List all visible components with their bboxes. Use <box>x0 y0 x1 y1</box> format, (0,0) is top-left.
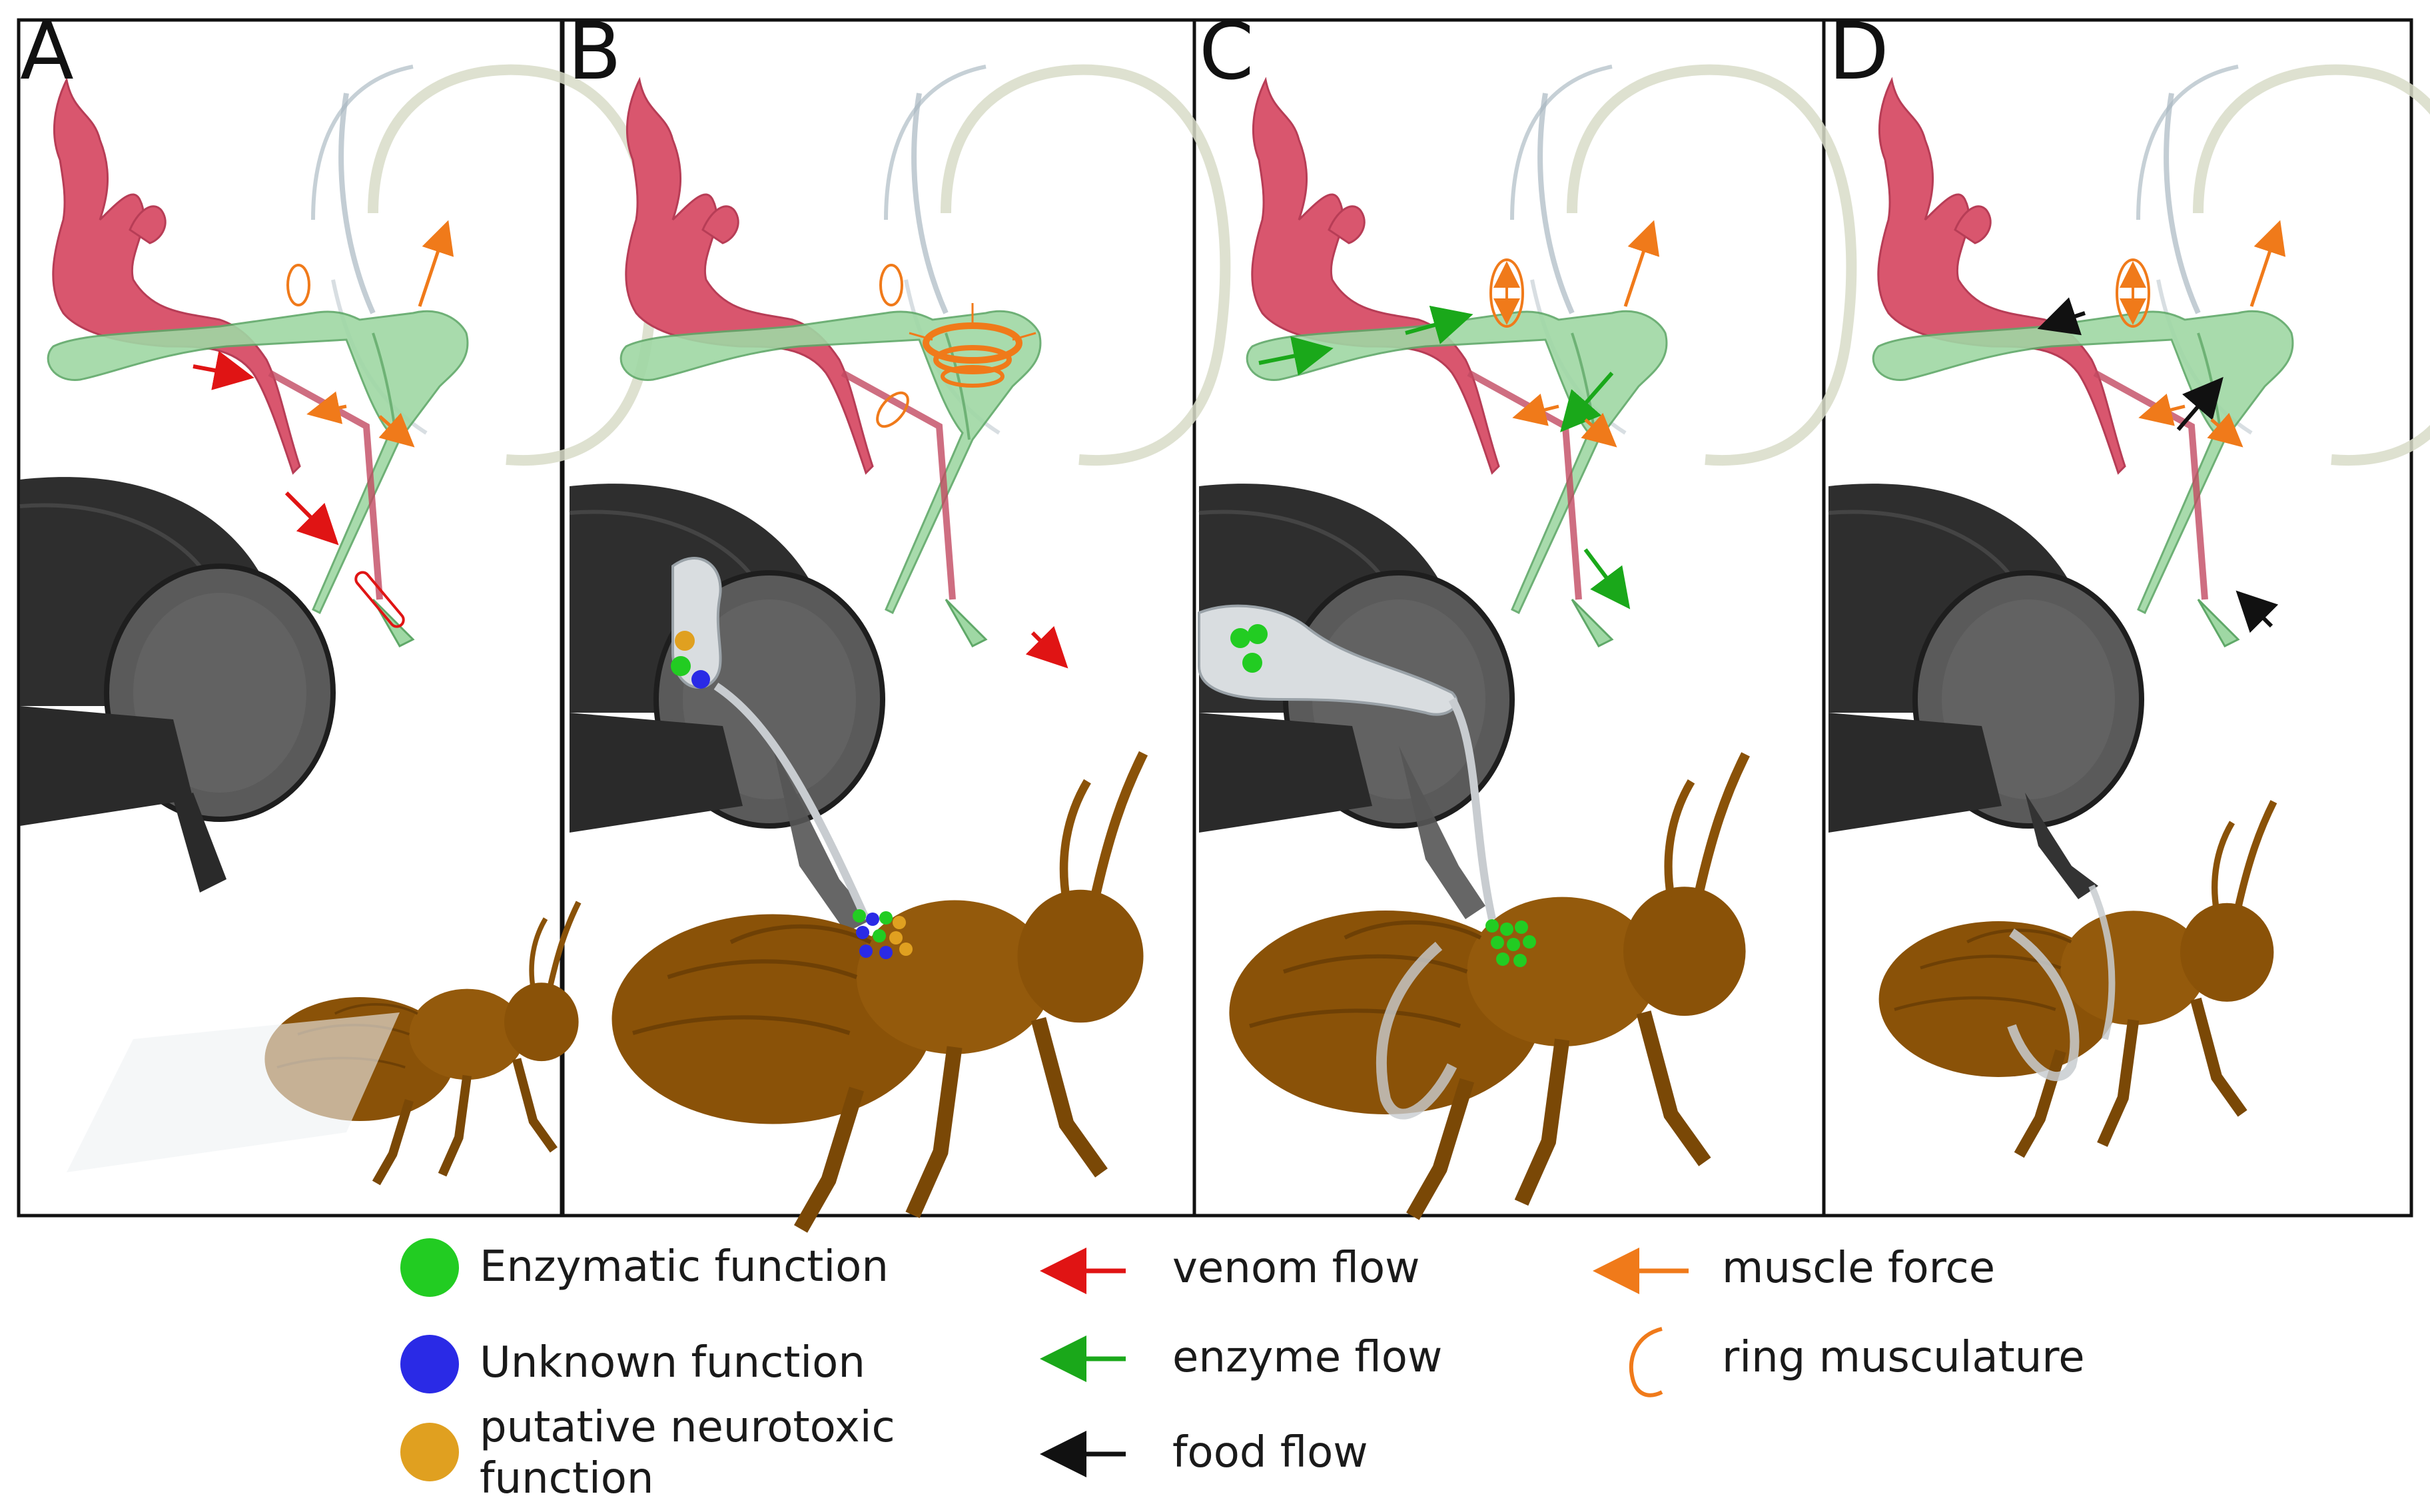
panel-label-d: D <box>1828 5 1889 97</box>
legend-venom-label: venom flow <box>1172 1244 1420 1293</box>
panel-label-a: A <box>20 5 74 97</box>
legend-ring-label: ring musculature <box>1722 1333 2085 1382</box>
legend-unknown-label: Unknown function <box>480 1338 865 1387</box>
legend-enzymatic-label: Enzymatic function <box>480 1242 889 1292</box>
panel-d-illustration <box>1828 67 2430 1155</box>
legend-unknown-swatch <box>400 1335 459 1393</box>
panel-c-prey-dots <box>1485 919 1536 967</box>
panel-b-illustration <box>570 67 1225 1229</box>
legend-neurotoxic-swatch <box>400 1423 459 1481</box>
legend-ring-icon <box>1629 1327 1663 1397</box>
panel-label-b: B <box>568 5 621 97</box>
legend-enzymatic-swatch <box>400 1238 459 1297</box>
panel-b-prey-dots <box>853 909 913 959</box>
panel-frame-d <box>1822 18 2413 1218</box>
legend-muscle-label: muscle force <box>1722 1244 1996 1293</box>
panel-a-illustration <box>20 67 652 1183</box>
legend-neurotoxic-label: putative neurotoxic function <box>480 1403 895 1503</box>
panel-label-c: C <box>1199 5 1254 97</box>
legend-food-label: food flow <box>1172 1428 1368 1477</box>
legend-enzyme-label: enzyme flow <box>1172 1333 1443 1382</box>
panel-c-illustration <box>1199 67 1851 1216</box>
